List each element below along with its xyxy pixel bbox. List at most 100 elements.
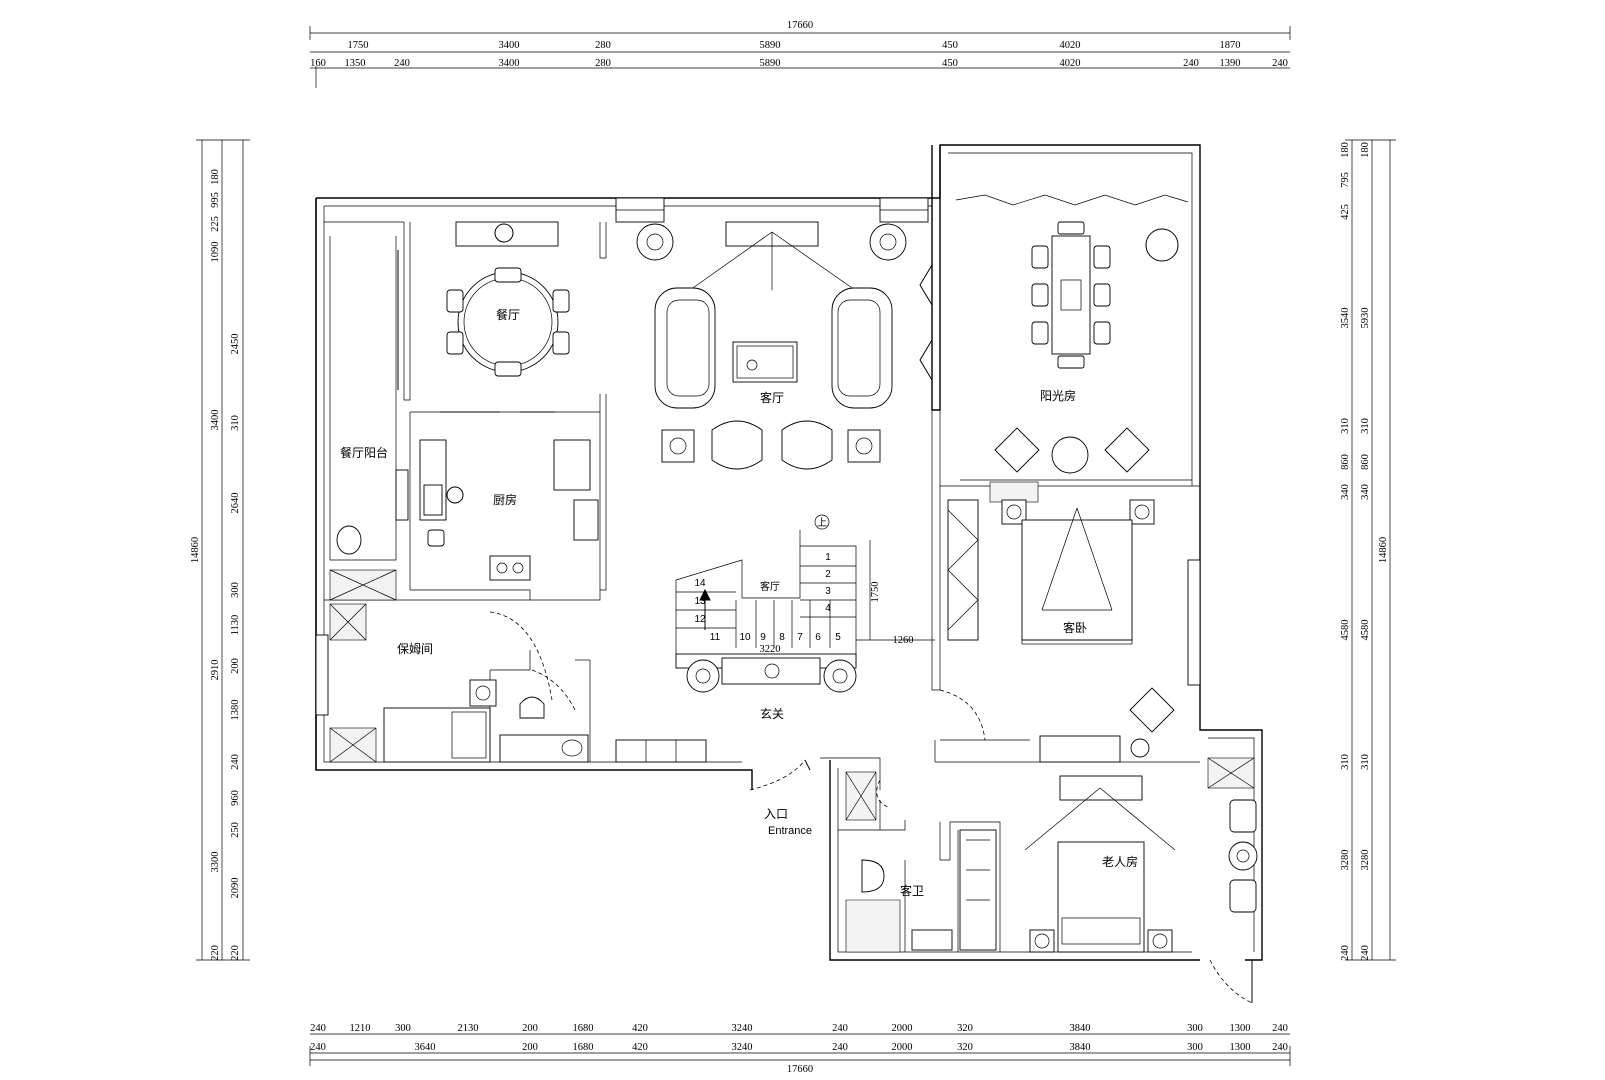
armchair [1129, 687, 1175, 733]
stair-step-number: 13 [694, 596, 706, 607]
dim-top-r2: 1350 [345, 58, 366, 69]
plant-icon [823, 659, 857, 693]
stair-depth-dim: 1750 [870, 582, 881, 603]
plant-icon [1145, 228, 1179, 262]
chair-icon [1057, 355, 1085, 369]
entrance-label-en: Entrance [768, 825, 812, 837]
dim-bottom-r2: 3640 [415, 1042, 436, 1053]
dim-right: 425 [1340, 204, 1351, 220]
dim-bottom-r1: 2130 [458, 1023, 479, 1034]
dim-left: 250 [230, 822, 241, 838]
living-furniture: 客厅 [636, 221, 907, 470]
dim-bottom-r1: 240 [832, 1023, 848, 1034]
dim-bottom-r1: 300 [395, 1023, 411, 1034]
room-label-nanny: 保姆间 [397, 642, 433, 656]
armchair [1229, 799, 1257, 833]
dim-left: 240 [230, 754, 241, 770]
dim-bottom-r2: 240 [832, 1042, 848, 1053]
round-table [457, 271, 559, 373]
double-bed [1057, 841, 1145, 953]
console-table [721, 657, 821, 685]
chair-icon [1093, 283, 1111, 307]
guest-bedroom: 客卧 [947, 499, 1175, 763]
dim-left: 1090 [210, 242, 221, 263]
windows [315, 194, 1201, 716]
top-dimensions: 17660 1750 3400 280 5890 450 4020 1870 1… [309, 20, 1291, 88]
stove-icon [489, 555, 531, 581]
dim-top-r1: 3400 [499, 40, 520, 51]
dim-right-outer: 5930 [1360, 308, 1371, 329]
shoe-cabinet [615, 739, 707, 763]
kitchen-furniture: 厨房 [395, 439, 599, 581]
dim-left: 960 [230, 790, 241, 806]
room-label-foyer: 玄关 [760, 706, 784, 721]
chair-icon [552, 331, 570, 355]
sofa-left [654, 287, 716, 409]
shower-area [845, 899, 901, 953]
dim-bottom-r2: 200 [522, 1042, 538, 1053]
guest-bed-door-swing [939, 689, 986, 741]
foyer: 玄关 入口 Entrance [615, 657, 857, 837]
plant-icon [636, 223, 674, 261]
wardrobe [959, 829, 997, 951]
dim-top-r1: 450 [942, 40, 958, 51]
dining-furniture: 餐厅 [446, 221, 570, 377]
stair-step-number: 6 [815, 632, 821, 643]
stair-step-number: 9 [760, 632, 766, 643]
dim-right: 240 [1340, 945, 1351, 961]
dim-bottom-r1: 200 [522, 1023, 538, 1034]
dim-right: 180 [1340, 142, 1351, 158]
toilet-icon [519, 696, 545, 719]
dim-right: 860 [1340, 454, 1351, 470]
dim-top-r2: 3400 [499, 58, 520, 69]
armchair [781, 420, 833, 470]
dim-top-total: 17660 [787, 20, 813, 31]
stair-step-number: 8 [779, 632, 785, 643]
dim-left-total: 14860 [190, 537, 201, 563]
dim-top-r2: 240 [1272, 58, 1288, 69]
plant-icon [686, 659, 720, 693]
single-bed [383, 707, 491, 763]
stair-step-number: 12 [694, 614, 706, 625]
dim-bottom-r1: 420 [632, 1023, 648, 1034]
dim-left-outer: 220 [210, 945, 221, 961]
stair-step-number: 7 [797, 632, 803, 643]
dim-right-outer: 310 [1360, 418, 1371, 434]
dim-top-r2: 4020 [1060, 58, 1081, 69]
up-arrow-icon [699, 588, 711, 601]
planter [989, 481, 1039, 503]
dim-left: 995 [210, 192, 221, 208]
room-label-sunroom: 阳光房 [1040, 388, 1076, 403]
dim-bottom-r2: 1300 [1230, 1042, 1251, 1053]
sink-icon [336, 525, 362, 555]
dim-right-outer: 3280 [1360, 850, 1371, 871]
dim-bottom-r1: 240 [310, 1023, 326, 1034]
dim-bottom-r2: 3240 [732, 1042, 753, 1053]
dim-top-r2: 240 [1183, 58, 1199, 69]
trash-icon [446, 486, 464, 504]
counter-right [573, 499, 599, 541]
room-label-kitchen: 厨房 [493, 492, 517, 507]
desk [1039, 735, 1121, 763]
dim-left: 2640 [230, 493, 241, 514]
dim-right-outer: 4580 [1360, 620, 1371, 641]
stair-step-number: 1 [825, 552, 831, 563]
dim-bottom-r1: 1210 [350, 1023, 371, 1034]
nanny-door-swing [489, 611, 553, 701]
dim-right-outer: 180 [1360, 142, 1371, 158]
dim-bottom-r2: 320 [957, 1042, 973, 1053]
stair-width-dim: 3220 [760, 644, 781, 655]
stair-step-number: 4 [825, 603, 831, 614]
coffee-table [732, 341, 798, 383]
side-table [1130, 738, 1150, 758]
stair-step-number: 3 [825, 586, 831, 597]
dim-right-outer: 860 [1360, 454, 1371, 470]
dim-top-r1: 5890 [760, 40, 781, 51]
guest-bath: 客卫 [845, 771, 997, 953]
dim-bottom-r1: 320 [957, 1023, 973, 1034]
stair-marker-icon [814, 514, 830, 530]
stair-step-number: 10 [739, 632, 751, 643]
wardrobe [947, 499, 979, 641]
appliance-icon [427, 529, 445, 547]
